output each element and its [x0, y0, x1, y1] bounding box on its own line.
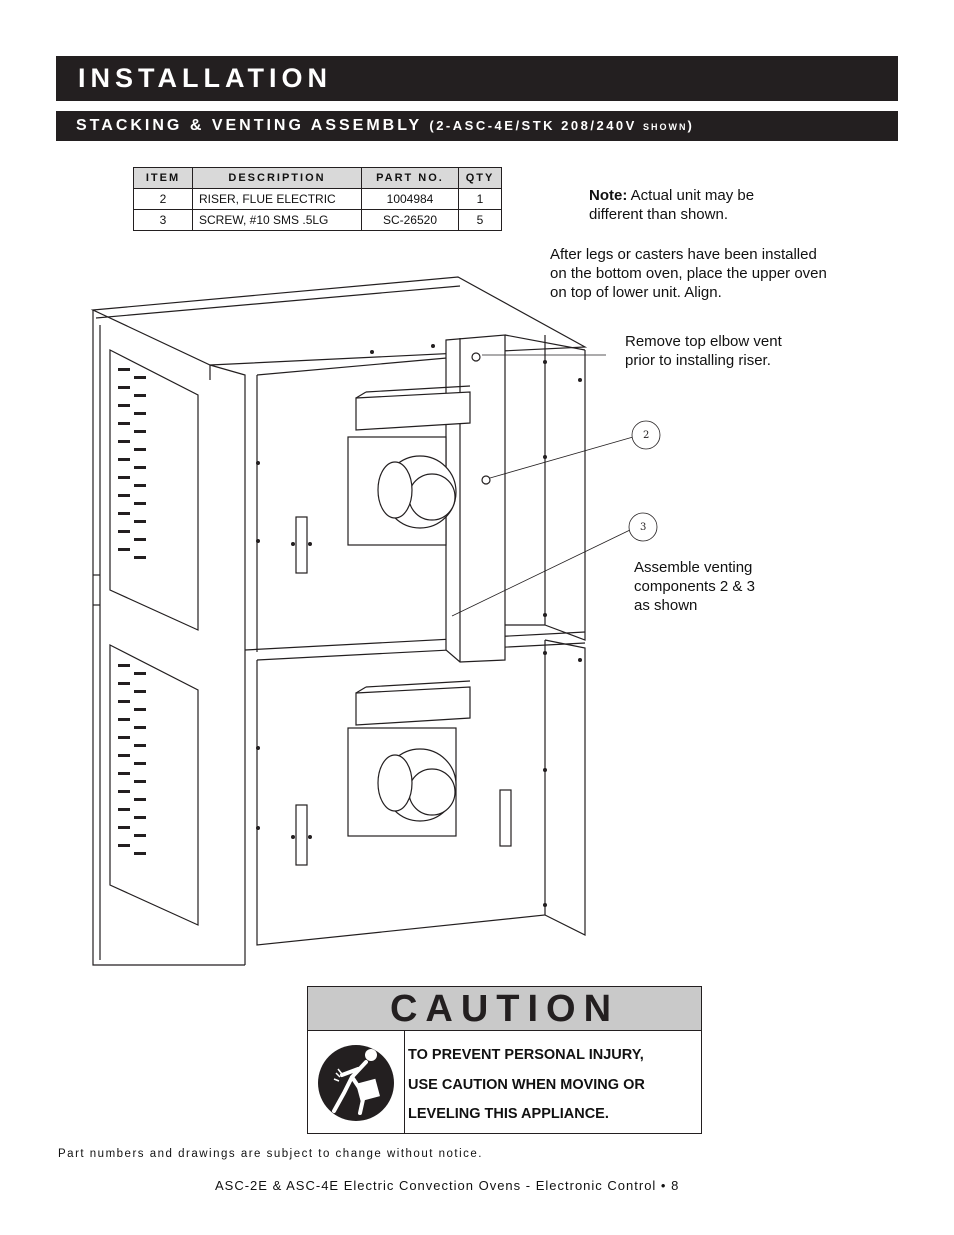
section-title: INSTALLATION — [56, 56, 898, 101]
callout-2-label: 2 — [643, 430, 649, 441]
table-row: 2 RISER, FLUE ELECTRIC 1004984 1 — [133, 188, 502, 210]
caution-message: TO PREVENT PERSONAL INJURY, USE CAUTION … — [408, 1041, 645, 1130]
person-lifting-box-icon — [318, 1045, 394, 1121]
stacked-oven-illustration: 2 3 — [90, 276, 661, 966]
col-header-part-no: PART NO. — [361, 167, 459, 189]
section-subtitle: STACKING & VENTING ASSEMBLY (2-ASC-4E/ST… — [56, 111, 898, 141]
cell-description: SCREW, #10 SMS .5LG — [192, 209, 362, 231]
col-header-qty: QTY — [458, 167, 502, 189]
note-stack-line-1: After legs or casters have been installe… — [550, 246, 817, 263]
note-assemble-line-1: Assemble venting — [634, 559, 753, 576]
caution-line-1: TO PREVENT PERSONAL INJURY, — [408, 1047, 644, 1063]
note-assemble-line-2: components 2 & 3 — [634, 578, 755, 595]
caution-line-2: USE CAUTION WHEN MOVING OR — [408, 1076, 645, 1093]
col-header-item: ITEM — [133, 167, 193, 189]
note-elbow-line-1: Remove top elbow vent — [625, 333, 782, 350]
cell-description: RISER, FLUE ELECTRIC — [192, 188, 362, 210]
caution-line-3: LEVELING THIS APPLIANCE. — [408, 1106, 609, 1122]
parts-table: ITEM DESCRIPTION PART NO. QTY 2 RISER, F… — [133, 167, 502, 231]
footer-page-line: ASC-2E & ASC-4E Electric Convection Oven… — [215, 1178, 680, 1193]
subtitle-paren-open: (2-ASC-4E/STK 208/240V — [429, 118, 637, 133]
note-stacking: After legs or casters have been installe… — [550, 245, 827, 302]
note-stack-line-2: on the bottom oven, place the upper oven — [550, 265, 827, 282]
caution-icon-cell — [308, 1031, 405, 1133]
note-actual-unit: Note: Actual unit may be different than … — [589, 186, 754, 224]
note-assemble-line-3: as shown — [634, 597, 698, 614]
cell-qty: 5 — [458, 209, 502, 231]
subtitle-main: STACKING & VENTING ASSEMBLY — [76, 117, 422, 134]
table-row: 3 SCREW, #10 SMS .5LG SC-26520 5 — [133, 209, 502, 231]
note-stack-line-3: on top of lower unit. Align. — [550, 284, 722, 301]
note-elbow: Remove top elbow vent prior to installin… — [625, 332, 782, 370]
note-label: Note: — [589, 187, 628, 204]
callout-3-label: 3 — [640, 522, 646, 533]
note-text-2: different than shown. — [589, 206, 728, 223]
note-elbow-line-2: prior to installing riser. — [625, 352, 771, 369]
subtitle-shown: SHOWN — [642, 122, 688, 132]
note-assemble: Assemble venting components 2 & 3 as sho… — [634, 558, 755, 615]
note-line-1: Note: Actual unit may be — [589, 186, 754, 205]
caution-box: CAUTION TO PREVENT PERSONAL INJURY, USE … — [307, 986, 702, 1134]
caution-heading: CAUTION — [308, 987, 701, 1031]
note-text-1: Actual unit may be — [630, 187, 755, 204]
subtitle-paren: (2-ASC-4E/STK 208/240V SHOWN) — [429, 118, 694, 133]
subtitle-paren-close: ) — [687, 118, 695, 133]
cell-part-no: SC-26520 — [361, 209, 459, 231]
footer-disclaimer: Part numbers and drawings are subject to… — [58, 1148, 483, 1160]
